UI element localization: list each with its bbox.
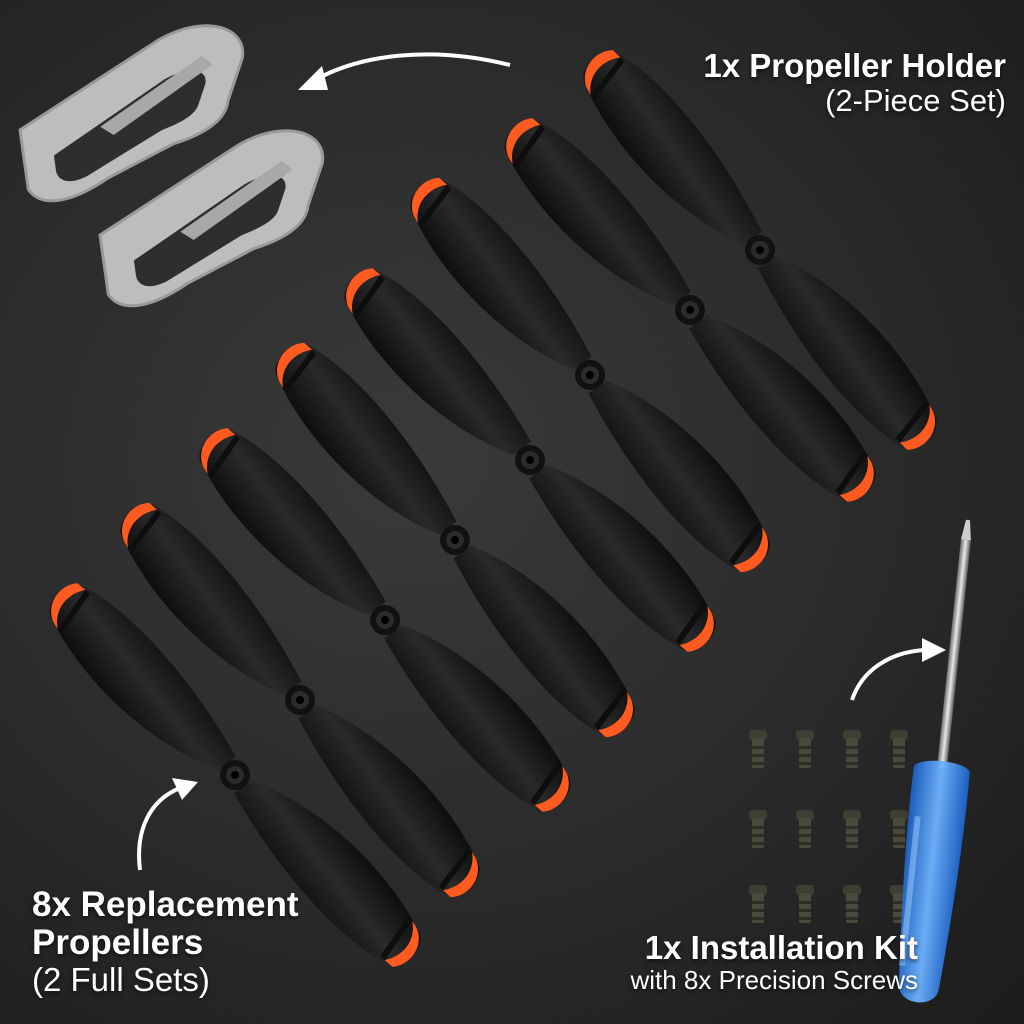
installation-kit-caption: 1x Installation Kit with 8x Precision Sc… — [630, 930, 918, 994]
propeller-holder-caption: 1x Propeller Holder (2-Piece Set) — [703, 48, 1006, 117]
propellers-title-line2: Propellers — [32, 922, 204, 962]
kit-subtitle: with 8x Precision Screws — [630, 964, 918, 995]
holder-subtitle: (2-Piece Set) — [825, 82, 1006, 118]
screws-group — [749, 730, 908, 923]
arrow-screwdriver-icon — [850, 638, 946, 701]
screwdriver — [898, 519, 971, 1003]
arrow-propellers-icon — [137, 778, 198, 871]
kit-title: 1x Installation Kit — [644, 929, 918, 966]
holder-title: 1x Propeller Holder — [703, 47, 1006, 84]
propellers-title-line1: 8x Replacement — [32, 885, 299, 924]
arrow-holder-icon — [298, 52, 511, 90]
propellers-caption: 8x Replacement Propellers (2 Full Sets) — [32, 886, 299, 997]
propellers-subtitle: (2 Full Sets) — [32, 960, 210, 998]
